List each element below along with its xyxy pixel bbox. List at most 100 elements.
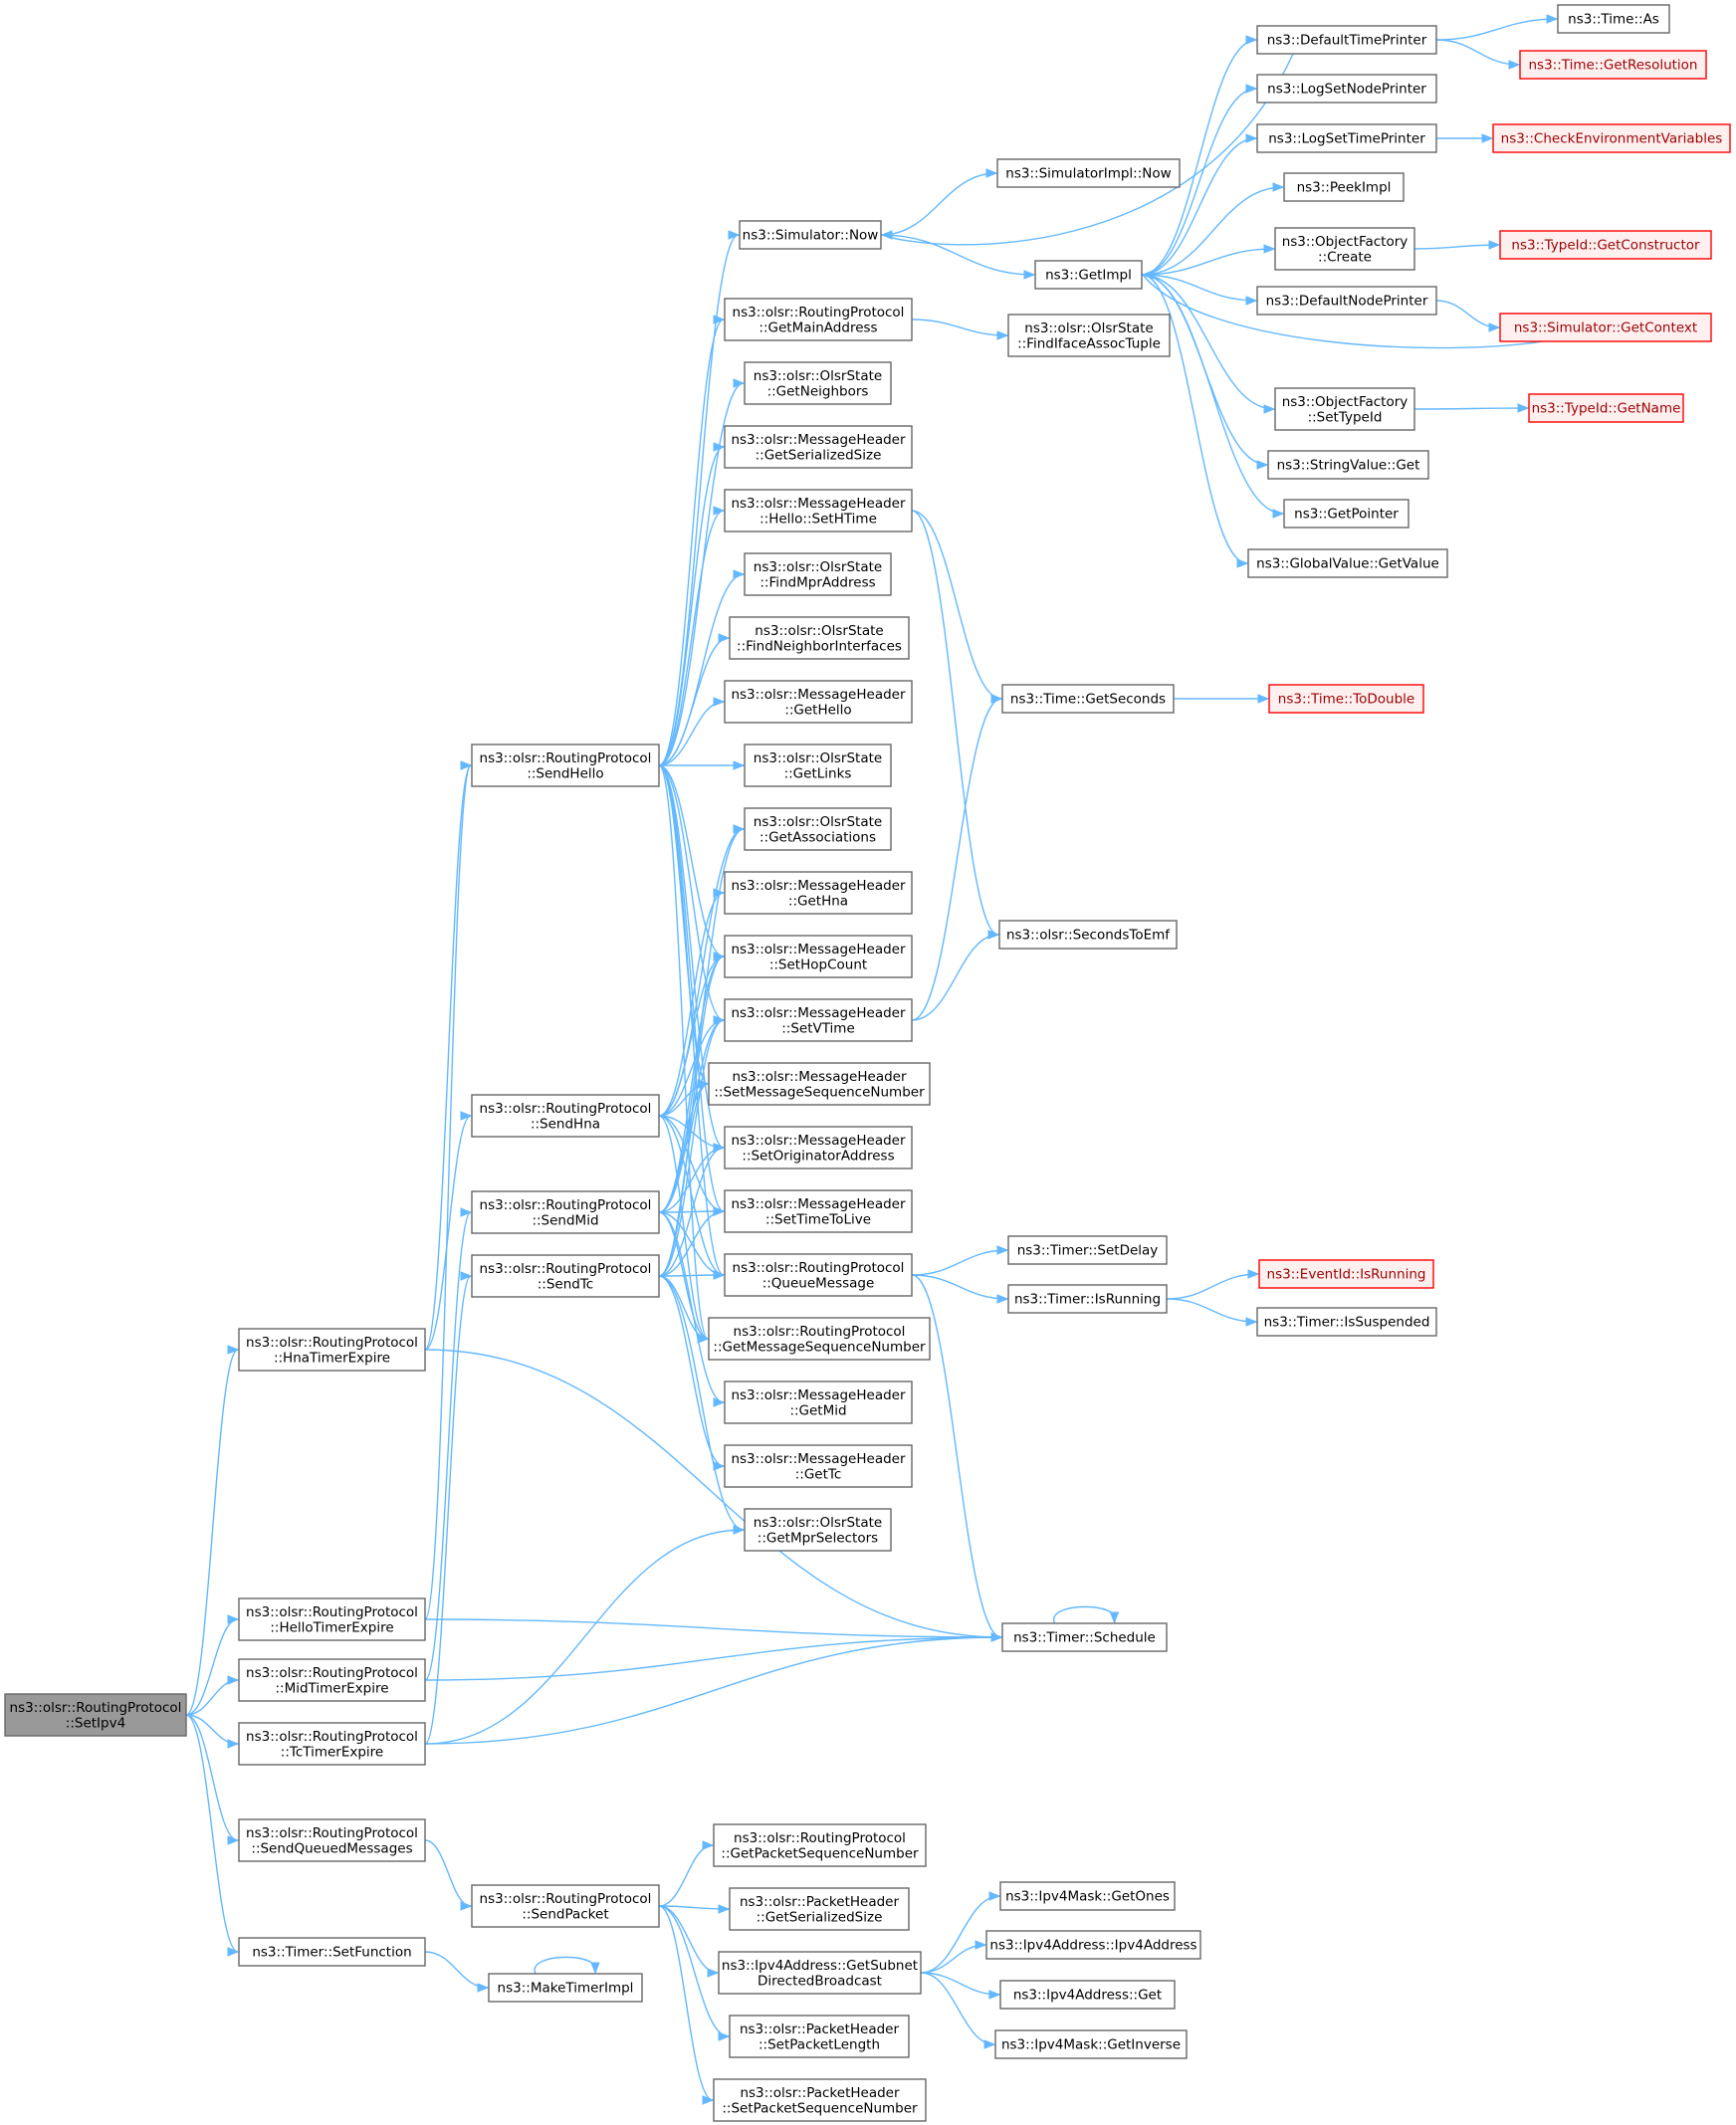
edge-setvtime-to-getseconds [911, 694, 1003, 1021]
node-timeas[interactable]: ns3::Time::As [1557, 4, 1670, 34]
node-logsettime[interactable]: ns3::LogSetTimePrinter [1256, 123, 1437, 153]
node-getserialized[interactable]: ns3::olsr::MessageHeader::GetSerializedS… [724, 425, 913, 469]
node-maketimerimpl[interactable]: ns3::MakeTimerImpl [488, 1973, 643, 2003]
node-tctimer[interactable]: ns3::olsr::RoutingProtocol::TcTimerExpir… [238, 1722, 426, 1766]
node-getpointer[interactable]: ns3::GetPointer [1283, 499, 1410, 529]
node-queuemsg[interactable]: ns3::olsr::RoutingProtocol::QueueMessage [724, 1253, 913, 1297]
node-setvtime[interactable]: ns3::olsr::MessageHeader::SetVTime [724, 998, 913, 1042]
edge-arrowhead [1263, 404, 1276, 414]
node-getones[interactable]: ns3::Ipv4Mask::GetOnes [999, 1881, 1176, 1911]
node-getneighbors[interactable]: ns3::olsr::OlsrState::GetNeighbors [744, 361, 892, 405]
node-getlinks[interactable]: ns3::olsr::OlsrState::GetLinks [744, 744, 892, 787]
edge-getimpl-to-logsettime [1141, 133, 1258, 276]
node-defaulttime[interactable]: ns3::DefaultTimePrinter [1256, 25, 1437, 55]
node-getresolution[interactable]: ns3::Time::GetResolution [1519, 50, 1707, 80]
node-issuspended[interactable]: ns3::Timer::IsSuspended [1256, 1307, 1437, 1337]
node-label: ns3::olsr::MessageHeader [731, 878, 906, 894]
node-label: ns3::Time::GetResolution [1528, 58, 1697, 74]
node-box [238, 1722, 426, 1766]
node-simimplnow[interactable]: ns3::SimulatorImpl::Now [996, 158, 1181, 188]
node-sendhna[interactable]: ns3::olsr::RoutingProtocol::SendHna [471, 1094, 660, 1138]
node-sendmid[interactable]: ns3::olsr::RoutingProtocol::SendMid [471, 1190, 660, 1234]
node-sethopcount[interactable]: ns3::olsr::MessageHeader::SetHopCount [724, 935, 913, 978]
node-findneighif[interactable]: ns3::olsr::OlsrState::FindNeighborInterf… [729, 616, 910, 660]
node-getpktseq[interactable]: ns3::olsr::RoutingProtocol::GetPacketSeq… [713, 1823, 927, 1867]
node-schedule[interactable]: ns3::Timer::Schedule [1001, 1622, 1168, 1652]
node-setpktlen[interactable]: ns3::olsr::PacketHeader::SetPacketLength [729, 2015, 910, 2058]
node-secondstoemf[interactable]: ns3::olsr::SecondsToEmf [998, 920, 1178, 950]
node-getconstructor[interactable]: ns3::TypeId::GetConstructor [1499, 230, 1712, 260]
node-stringget[interactable]: ns3::StringValue::Get [1267, 450, 1429, 480]
node-hellotimer[interactable]: ns3::olsr::RoutingProtocol::HelloTimerEx… [238, 1597, 426, 1641]
edge-line [658, 1275, 745, 1531]
node-getmprsel[interactable]: ns3::olsr::OlsrState::GetMprSelectors [744, 1508, 892, 1552]
node-setpktseq[interactable]: ns3::olsr::PacketHeader::SetPacketSequen… [713, 2078, 927, 2122]
node-label: ns3::EventId::IsRunning [1267, 1267, 1426, 1283]
node-getsubnet[interactable]: ns3::Ipv4Address::GetSubnetDirectedBroad… [718, 1951, 922, 1995]
edge-arrowhead [1257, 694, 1270, 704]
node-getmainaddr[interactable]: ns3::olsr::RoutingProtocol::GetMainAddre… [724, 298, 913, 341]
node-todouble[interactable]: ns3::Time::ToDouble [1268, 684, 1424, 714]
node-label: ns3::Timer::Schedule [1013, 1630, 1156, 1646]
edge-sendhello-to-getlinks [658, 760, 746, 770]
node-label: ::GetSerializedSize [757, 1909, 883, 1925]
edge-arrowhead [227, 1345, 240, 1355]
edge-line [658, 510, 725, 766]
node-isrunning[interactable]: ns3::Timer::IsRunning [1007, 1284, 1168, 1314]
node-setorigaddr[interactable]: ns3::olsr::MessageHeader::SetOriginatorA… [724, 1126, 913, 1169]
node-ipv4get[interactable]: ns3::Ipv4Address::Get [999, 1980, 1176, 2010]
node-defaultnode[interactable]: ns3::DefaultNodePrinter [1256, 286, 1437, 316]
node-getmsgseq[interactable]: ns3::olsr::RoutingProtocol::GetMessageSe… [708, 1317, 931, 1361]
node-setfunction[interactable]: ns3::Timer::SetFunction [238, 1937, 426, 1967]
edge-setipv4-to-setfunction [185, 1714, 240, 1957]
node-getseconds[interactable]: ns3::Time::GetSeconds [1001, 684, 1175, 714]
node-label: ns3::olsr::OlsrState [754, 559, 882, 575]
node-setttl[interactable]: ns3::olsr::MessageHeader::SetTimeToLive [724, 1189, 913, 1233]
node-objfsettype[interactable]: ns3::ObjectFactory::SetTypeId [1274, 387, 1415, 431]
node-getmid[interactable]: ns3::olsr::MessageHeader::GetMid [724, 1381, 913, 1424]
node-sendpacket[interactable]: ns3::olsr::RoutingProtocol::SendPacket [471, 1884, 660, 1928]
edge-tctimer-to-sendtc [424, 1271, 473, 1745]
node-findmpr[interactable]: ns3::olsr::OlsrState::FindMprAddress [744, 552, 892, 596]
node-getcontext[interactable]: ns3::Simulator::GetContext [1499, 313, 1712, 342]
node-label: ::GetMid [789, 1402, 846, 1418]
node-label: ns3::GetPointer [1294, 507, 1399, 523]
node-gethello[interactable]: ns3::olsr::MessageHeader::GetHello [724, 680, 913, 724]
node-ipv4addr[interactable]: ns3::Ipv4Address::Ipv4Address [985, 1930, 1201, 1960]
node-hnatimer[interactable]: ns3::olsr::RoutingProtocol::HnaTimerExpi… [238, 1328, 426, 1372]
node-box [4, 1693, 187, 1737]
node-eventisrunning[interactable]: ns3::EventId::IsRunning [1258, 1259, 1434, 1289]
edge-arrowhead [1256, 460, 1269, 470]
edge-getseconds-to-todouble [1173, 694, 1270, 704]
node-box [1256, 286, 1437, 316]
edge-arrowhead [713, 1143, 726, 1153]
node-findiface[interactable]: ns3::olsr::OlsrState::FindIfaceAssocTupl… [1007, 314, 1171, 357]
node-getname[interactable]: ns3::TypeId::GetName [1528, 393, 1684, 423]
node-sendqueued[interactable]: ns3::olsr::RoutingProtocol::SendQueuedMe… [238, 1818, 426, 1862]
node-sendhello[interactable]: ns3::olsr::RoutingProtocol::SendHello [471, 744, 660, 787]
node-logsetnode[interactable]: ns3::LogSetNodePrinter [1256, 74, 1437, 104]
node-label: ::MidTimerExpire [275, 1680, 388, 1696]
node-gethna[interactable]: ns3::olsr::MessageHeader::GetHna [724, 871, 913, 915]
node-box [996, 158, 1181, 188]
node-pktgetser[interactable]: ns3::olsr::PacketHeader::GetSerializedSi… [729, 1887, 910, 1931]
node-midtimer[interactable]: ns3::olsr::RoutingProtocol::MidTimerExpi… [238, 1658, 426, 1702]
node-objfcreate[interactable]: ns3::ObjectFactory::Create [1274, 227, 1415, 271]
node-setdelay[interactable]: ns3::Timer::SetDelay [1007, 1235, 1168, 1265]
node-simnow[interactable]: ns3::Simulator::Now [739, 220, 882, 250]
node-sendtc[interactable]: ns3::olsr::RoutingProtocol::SendTc [471, 1254, 660, 1298]
node-label: ::SendPacket [522, 1906, 608, 1922]
node-peekimpl[interactable]: ns3::PeekImpl [1283, 172, 1405, 202]
node-sethtime[interactable]: ns3::olsr::MessageHeader::Hello::SetHTim… [724, 489, 913, 532]
node-getinverse[interactable]: ns3::Ipv4Mask::GetInverse [994, 2029, 1188, 2059]
node-globalget[interactable]: ns3::GlobalValue::GetValue [1247, 548, 1448, 578]
edge-hnatimer-to-sendhna [424, 1111, 473, 1351]
node-setmsgseq[interactable]: ns3::olsr::MessageHeader::SetMessageSequ… [708, 1062, 931, 1106]
node-checkenv[interactable]: ns3::CheckEnvironmentVariables [1492, 123, 1731, 153]
node-getimpl[interactable]: ns3::GetImpl [1034, 260, 1143, 290]
node-gettc[interactable]: ns3::olsr::MessageHeader::GetTc [724, 1444, 913, 1488]
edge-line [1166, 1298, 1257, 1323]
node-label: ns3::Timer::IsRunning [1014, 1292, 1161, 1308]
node-getassoc[interactable]: ns3::olsr::OlsrState::GetAssociations [744, 807, 892, 851]
edge-arrowhead [477, 1983, 490, 1993]
